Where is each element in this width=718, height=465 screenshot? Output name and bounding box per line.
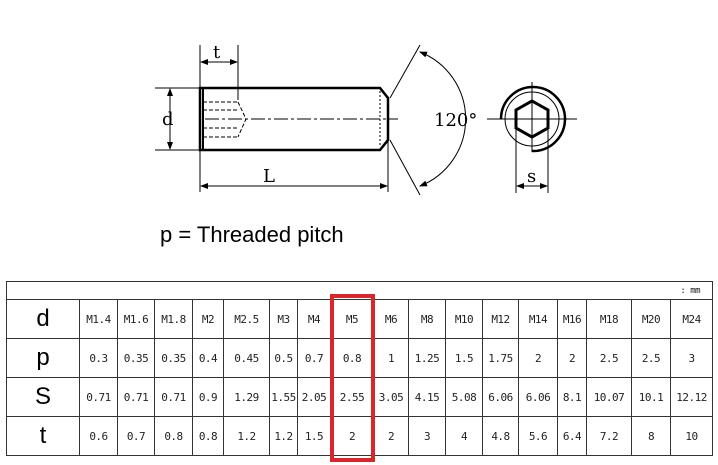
table-cell: 1.5: [297, 416, 331, 456]
table-cell: 1.55: [269, 377, 298, 417]
table-cell: 1.5: [445, 338, 483, 378]
row-label: p: [6, 338, 80, 378]
table-cell: 0.3: [79, 338, 118, 378]
table-cell: 5.6: [518, 416, 558, 456]
label-d: d: [162, 109, 174, 130]
table-cell: 2: [518, 338, 558, 378]
table-cell: 4.15: [408, 377, 446, 417]
table-cell: 1.29: [223, 377, 270, 417]
table-cell: 0.9: [192, 377, 224, 417]
table-cell: M18: [586, 299, 632, 339]
table-cell: 4.8: [482, 416, 519, 456]
table-cell: 0.7: [117, 416, 155, 456]
table-cell: 2.05: [297, 377, 331, 417]
table-cell: M2.5: [223, 299, 270, 339]
row-label: d: [6, 299, 80, 339]
table-cell: 0.8: [192, 416, 224, 456]
table-cell: M24: [669, 299, 714, 339]
table-cell: 1: [373, 338, 409, 378]
table-cell: 7.2: [586, 416, 632, 456]
table-cell: 1.75: [482, 338, 519, 378]
end-view: [487, 82, 577, 193]
table-cell: 0.35: [154, 338, 193, 378]
table-cell: 0.35: [117, 338, 155, 378]
table-cell: 6.4: [557, 416, 587, 456]
table-cell: 0.5: [269, 338, 298, 378]
table-cell: 8.1: [557, 377, 587, 417]
table-cell: 10: [669, 416, 714, 456]
table-cell: 6.06: [482, 377, 519, 417]
table-cell: 4: [445, 416, 483, 456]
table-cell: M6: [373, 299, 409, 339]
table-cell: 3: [669, 338, 714, 378]
row-label: t: [6, 416, 80, 456]
table-cell: M5: [330, 299, 374, 339]
table-cell: 0.7: [297, 338, 331, 378]
table-cell: M10: [445, 299, 483, 339]
table-cell: 3: [408, 416, 446, 456]
table-cell: 2.5: [631, 338, 671, 378]
table-cell: M8: [408, 299, 446, 339]
label-t: t: [213, 42, 221, 63]
table-cell: 0.4: [192, 338, 224, 378]
table-cell: 2.5: [586, 338, 632, 378]
table-cell: 6.06: [518, 377, 558, 417]
table-cell: 1.2: [223, 416, 270, 456]
table-cell: M1.6: [117, 299, 155, 339]
table-cell: 10.07: [586, 377, 632, 417]
table-cell: 0.71: [117, 377, 155, 417]
table-cell: M3: [269, 299, 298, 339]
table-cell: 12.12: [669, 377, 714, 417]
table-cell: 0.6: [79, 416, 118, 456]
table-cell: 5.08: [445, 377, 483, 417]
table-cell: M20: [631, 299, 671, 339]
table-cell: 0.45: [223, 338, 270, 378]
side-view: [155, 44, 467, 196]
table-cell: 1.25: [408, 338, 446, 378]
table-cell: 1.2: [269, 416, 298, 456]
row-label: S: [6, 377, 80, 417]
table-cell: 10.1: [631, 377, 671, 417]
table-cell: 8: [631, 416, 671, 456]
label-L: L: [263, 166, 275, 187]
table-cell: M1.4: [79, 299, 118, 339]
table-cell: M16: [557, 299, 587, 339]
table-cell: M4: [297, 299, 331, 339]
label-s: s: [527, 166, 536, 187]
table-cell: 3.05: [373, 377, 409, 417]
table-cell: M12: [482, 299, 519, 339]
set-screw-drawing: t d L 120° s: [155, 42, 577, 196]
pitch-caption: p = Threaded pitch: [160, 222, 344, 247]
table-cell: 0.71: [154, 377, 193, 417]
table-cell: M1.8: [154, 299, 193, 339]
table-cell: M2: [192, 299, 224, 339]
label-angle: 120°: [434, 110, 477, 131]
highlight-box-m5: [330, 294, 375, 462]
table-cell: 2.55: [330, 377, 374, 417]
table-cell: 0.8: [154, 416, 193, 456]
table-cell: 0.71: [79, 377, 118, 417]
table-cell: 2: [557, 338, 587, 378]
table-cell: M14: [518, 299, 558, 339]
table-cell: 2: [373, 416, 409, 456]
